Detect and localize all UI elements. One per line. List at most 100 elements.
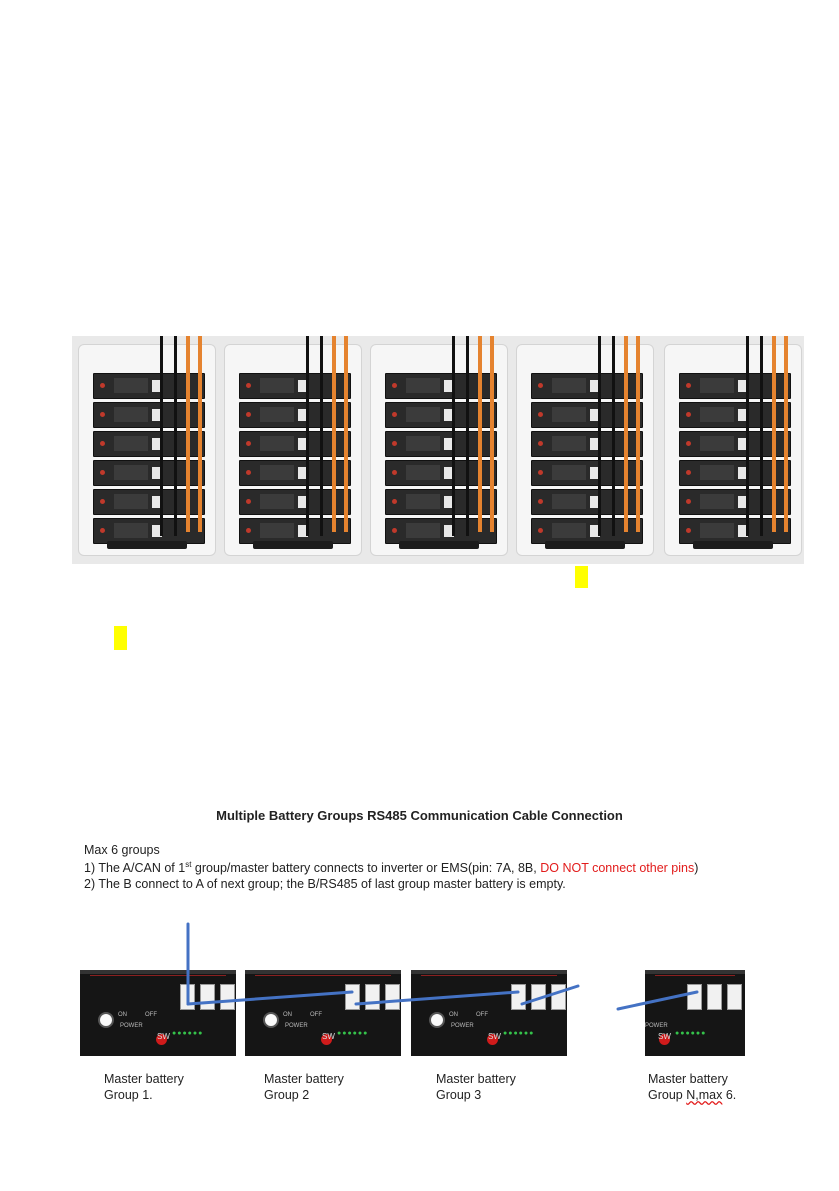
module-panel: [552, 465, 586, 480]
black-power-cable: [160, 336, 163, 536]
panel-trim: [655, 975, 735, 976]
sw-label-1: SW: [157, 1032, 170, 1041]
orange-power-cable: [772, 336, 776, 532]
panel-trim: [421, 975, 557, 976]
rj45-port: [220, 984, 235, 1010]
module-panel: [552, 523, 586, 538]
module-led: [246, 528, 251, 533]
module-panel2: [298, 467, 308, 479]
module-panel: [114, 523, 148, 538]
module-led: [246, 499, 251, 504]
black-power-cable: [612, 336, 615, 536]
power-label-1: POWER: [120, 1023, 143, 1029]
module-led: [246, 412, 251, 417]
module-led: [392, 528, 397, 533]
master-battery-panel-1: ●●●●●●: [80, 970, 236, 1056]
module-panel: [260, 465, 294, 480]
module-led: [538, 499, 543, 504]
battery-cabinet-2: [224, 344, 362, 556]
black-power-cable: [746, 336, 749, 536]
module-led: [392, 441, 397, 446]
module-led: [100, 528, 105, 533]
on-label-3: ON: [449, 1012, 458, 1018]
highlight-mark: [575, 566, 588, 588]
sw-label-2: SW: [322, 1032, 335, 1041]
sw-label-3: SW: [488, 1032, 501, 1041]
battery-label-n: Master battery Group N,max 6.: [648, 1072, 737, 1102]
off-label-2: OFF: [310, 1012, 322, 1018]
battery-rack-photo: [72, 336, 804, 564]
module-led: [686, 528, 691, 533]
module-led: [538, 441, 543, 446]
power-button-icon: [659, 1034, 670, 1045]
module-panel: [406, 494, 440, 509]
battery-label-3: Master battery Group 3: [436, 1072, 516, 1102]
module-led: [246, 470, 251, 475]
master-battery-panel-n: ●●●●●●: [645, 970, 745, 1056]
module-led: [246, 441, 251, 446]
module-led: [100, 412, 105, 417]
module-led: [538, 412, 543, 417]
cabinet-base: [399, 541, 479, 549]
module-panel2: [298, 525, 308, 537]
module-led: [100, 499, 105, 504]
orange-power-cable: [186, 336, 190, 532]
panel-top-bar: [645, 970, 745, 974]
module-panel2: [444, 438, 454, 450]
module-led: [392, 499, 397, 504]
terminal-knob: [263, 1012, 279, 1028]
module-panel2: [152, 380, 162, 392]
black-power-cable: [598, 336, 601, 536]
power-button-icon: [156, 1034, 167, 1045]
orange-power-cable: [198, 336, 202, 532]
instruction-1-post: ): [694, 861, 699, 876]
module-panel2: [738, 525, 748, 537]
module-panel: [700, 407, 734, 422]
module-led: [100, 470, 105, 475]
module-panel2: [444, 496, 454, 508]
module-panel: [260, 378, 294, 393]
orange-power-cable: [636, 336, 640, 532]
module-panel2: [298, 380, 308, 392]
power-label-2: POWER: [285, 1023, 308, 1029]
module-panel: [552, 436, 586, 451]
battery-module: [239, 402, 351, 428]
cabinet-base: [545, 541, 625, 549]
module-panel: [260, 407, 294, 422]
module-led: [392, 412, 397, 417]
status-leds: ●●●●●●: [675, 1030, 707, 1037]
panel-top-bar: [245, 970, 401, 974]
off-label-1: OFF: [145, 1012, 157, 1018]
module-panel2: [590, 380, 600, 392]
terminal-knob: [98, 1012, 114, 1028]
module-panel: [114, 407, 148, 422]
panel-top-bar: [80, 970, 236, 974]
sw-label-n: SW: [658, 1032, 671, 1041]
module-panel: [260, 494, 294, 509]
module-panel2: [738, 467, 748, 479]
rj45-port: [385, 984, 400, 1010]
module-led: [100, 383, 105, 388]
off-label-3: OFF: [476, 1012, 488, 1018]
module-panel2: [738, 496, 748, 508]
status-leds: ●●●●●●: [337, 1030, 369, 1037]
module-panel: [700, 378, 734, 393]
cabinet-base: [693, 541, 773, 549]
orange-power-cable: [332, 336, 336, 532]
module-panel2: [590, 496, 600, 508]
module-panel2: [152, 525, 162, 537]
battery-label-1: Master battery Group 1.: [104, 1072, 184, 1102]
module-panel2: [590, 438, 600, 450]
instruction-1-sup: st: [185, 860, 192, 869]
module-panel2: [152, 467, 162, 479]
orange-power-cable: [344, 336, 348, 532]
module-panel2: [152, 409, 162, 421]
module-panel2: [298, 438, 308, 450]
module-panel2: [152, 496, 162, 508]
max-groups-text: Max 6 groups: [84, 843, 160, 857]
module-panel2: [738, 438, 748, 450]
module-led: [538, 528, 543, 533]
module-panel2: [444, 380, 454, 392]
module-panel2: [738, 409, 748, 421]
